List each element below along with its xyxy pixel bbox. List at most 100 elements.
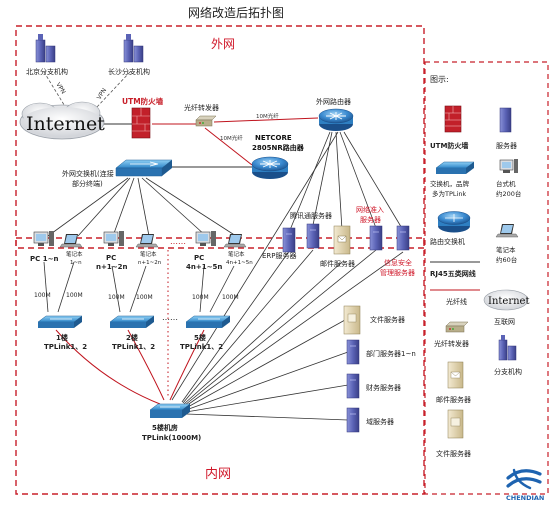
core-switch-icon (149, 403, 191, 418)
mail-server-label: 邮件服务器 (320, 259, 355, 268)
legend-switch-label-line2: 多为TPLink (432, 189, 466, 198)
legend-mail-server-label: 邮件服务器 (436, 395, 471, 404)
laptop-1-icon (59, 234, 83, 248)
legend-rj45-label: RJ45五类网线 (430, 269, 476, 278)
pc-2-label-line2: n+1~2n (96, 263, 127, 271)
fiber-converter-icon (195, 115, 217, 127)
legend-firewall-icon (444, 105, 462, 133)
internet-label: Internet (26, 113, 105, 135)
branch-beijing-label: 北京分支机构 (26, 67, 68, 76)
laptop-1-label-line1: 笔记本 (66, 250, 83, 258)
legend-fiber-label: 光纤线 (446, 297, 467, 306)
legend-firewall-label: UTM防火墙 (430, 141, 468, 150)
mail-server-icon (333, 225, 351, 255)
tencent-server-icon (306, 223, 320, 249)
laptop-2-icon (135, 234, 159, 248)
link-100m-label: 100M (108, 294, 125, 301)
finance-server-label: 财务服务器 (366, 383, 401, 392)
branch-changsha-label: 长沙分支机构 (108, 67, 150, 76)
link-100m-label: 100M (192, 294, 209, 301)
laptop-3-label-line1: 笔记本 (228, 250, 245, 258)
branch-beijing-icon (35, 34, 56, 63)
legend-switch-icon (435, 161, 475, 174)
legend-file-server-label: 文件服务器 (436, 449, 471, 458)
legend-converter-icon (445, 321, 469, 333)
laptop-3-label-line2: 4n+1~5n (226, 260, 253, 266)
security-server-icon (396, 225, 410, 251)
legend-laptop-icon (495, 224, 519, 238)
erp-server-label: ERP服务器 (262, 251, 297, 260)
pc-1-label: PC 1~n (30, 255, 58, 263)
nac-server-label-line1: 网络准入 (356, 205, 384, 214)
legend-converter-label: 光纤转发器 (434, 339, 469, 348)
security-server-label-line2: 管理服务器 (380, 268, 415, 277)
diagram-title: 网络改造后拓扑图 (188, 5, 284, 20)
branch-changsha-icon (123, 34, 144, 63)
outer-switch-icon (115, 159, 173, 177)
floor-1-switch-label-line2: TPLink1、2 (44, 343, 87, 351)
vpn-label-right: VPN (96, 87, 108, 101)
dept-server-icon (346, 339, 360, 365)
dept-server-label: 部门服务器1~n (366, 349, 416, 358)
vpn-label-left: VPN (54, 81, 66, 95)
link-100m-label: 100M (34, 292, 51, 299)
floor-5-switch-label-line2: TPLink1、2 (180, 343, 223, 351)
firewall-label: UTM防火墙 (122, 96, 164, 106)
inner-zone-label: 内网 (205, 466, 231, 482)
floor-2-switch-label-line2: TPLink1、2 (112, 343, 155, 351)
legend-internet-label: 互联网 (494, 317, 515, 326)
tencent-server-label: 腾讯通服务器 (290, 211, 332, 220)
file-server-icon (343, 305, 361, 335)
legend-desktop-label-line1: 台式机 (496, 179, 516, 188)
legend-router-label: 路由交换机 (430, 237, 465, 246)
legend-border (424, 61, 549, 495)
file-server-label: 文件服务器 (370, 315, 405, 324)
pc-2-label-line1: PC (106, 254, 116, 262)
internet-cloud-icon (19, 101, 105, 140)
chendian-logo-icon (506, 468, 542, 490)
security-server-label-line1: 信息安全 (384, 258, 412, 267)
ellipsis-dots: …… (170, 237, 186, 246)
desktop-pc-1-icon (33, 231, 54, 246)
netcore-label-line2: 2805NR路由器 (252, 143, 305, 152)
legend-router-icon (437, 211, 471, 233)
outer-router-icon (318, 108, 354, 131)
laptop-2-label-line2: n+1~2n (138, 260, 162, 266)
legend-branch-label: 分支机构 (494, 367, 522, 376)
link-10m-fiber-label: 10M光纤 (256, 112, 279, 120)
nac-server-label-line2: 服务器 (360, 215, 381, 224)
inner-zone-border (15, 237, 425, 495)
legend-file-server-icon (447, 409, 464, 439)
outer-router-label: 外网路由器 (316, 97, 351, 106)
link-100m-label: 100M (66, 292, 83, 299)
core-switch-label-line2: TPLink(1000M) (142, 434, 201, 442)
connection-lines (43, 71, 404, 421)
link-100m-label: 100M (136, 294, 153, 301)
legend-title: 图示: (430, 75, 449, 84)
legend-laptop-label-line2: 约60台 (496, 255, 517, 264)
laptop-1-label-line2: 1~n (70, 260, 82, 266)
legend-switch-label-line1: 交换机，品牌 (430, 179, 470, 188)
fiber-converter-label: 光纤转发器 (184, 103, 219, 112)
floor-5-switch-label-line1: 5楼 (194, 333, 206, 342)
floor-2-switch-icon (109, 315, 155, 328)
legend-branch-icon (498, 335, 517, 361)
netcore-label-line1: NETCORE (255, 134, 292, 142)
pc-3-label-line1: PC (194, 254, 204, 262)
legend-mail-server-icon (447, 361, 464, 389)
desktop-pc-3-icon (195, 231, 216, 246)
link-10m-fiber-label-2: 10M光纤 (220, 134, 243, 142)
floor-5-switch-icon (185, 315, 231, 328)
outer-switch-label-line1: 外网交换机(连接 (62, 169, 114, 178)
ellipsis-dots: …… (162, 313, 178, 322)
legend-laptop-label-line1: 笔记本 (496, 245, 516, 254)
outer-zone-label: 外网 (211, 37, 235, 51)
firewall-icon (131, 107, 151, 139)
nac-server-icon (369, 225, 383, 251)
netcore-router-icon (251, 156, 289, 179)
desktop-pc-2-icon (103, 231, 124, 246)
outer-zone-border (15, 25, 425, 249)
laptop-2-label-line1: 笔记本 (140, 250, 157, 258)
